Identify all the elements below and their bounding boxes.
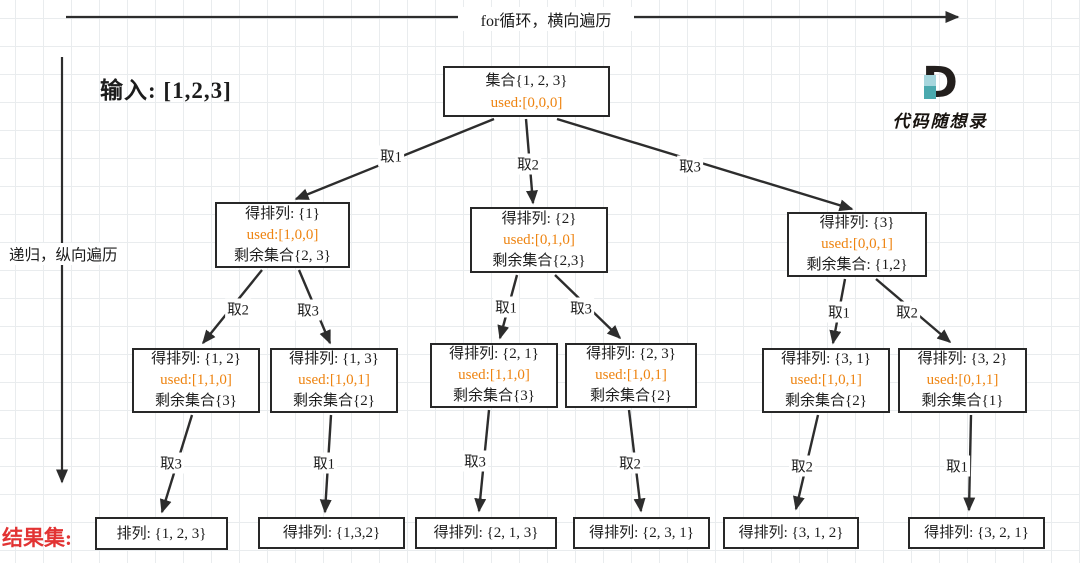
node-remain: 剩余集合{3} (453, 388, 535, 404)
leaf-title: 得排列: {3, 2, 1} (924, 525, 1029, 541)
edge-label-take3: 取3 (295, 299, 321, 321)
logo-d-icon: D (878, 60, 1002, 106)
node-used: used:[1,0,0] (246, 226, 319, 243)
edge-label-take1: 取1 (378, 145, 404, 167)
node-perm-32: 得排列: {3, 2} used:[0,1,1] 剩余集合{1} (898, 348, 1027, 413)
node-title: 得排列: {2, 3} (586, 346, 676, 362)
node-perm-2: 得排列: {2} used:[0,1,0] 剩余集合{2,3} (470, 207, 608, 273)
edge-label-take3: 取3 (462, 450, 488, 472)
result-set-label: 结果集: (2, 526, 72, 550)
node-perm-12: 得排列: {1, 2} used:[1,1,0] 剩余集合{3} (132, 348, 260, 413)
node-remain: 剩余集合{1} (921, 393, 1004, 409)
leaf-title: 得排列: {2, 1, 3} (433, 525, 539, 541)
leaf-title: 得排列: {2, 3, 1} (589, 525, 694, 541)
node-perm-13: 得排列: {1, 3} used:[1,0,1] 剩余集合{2} (270, 348, 398, 413)
node-remain: 剩余集合{3} (155, 393, 237, 409)
leaf-132: 得排列: {1,3,2} (258, 517, 405, 549)
edge-label-take3: 取3 (677, 155, 703, 177)
node-title: 得排列: {1, 3} (289, 351, 379, 367)
node-used: used:[1,1,0] (160, 372, 232, 388)
top-axis-label: for循环，横向遍历 (458, 7, 634, 31)
node-title: 得排列: {3} (819, 215, 895, 231)
node-perm-3: 得排列: {3} used:[0,0,1] 剩余集合: {1,2} (787, 212, 927, 277)
edge-label-take1: 取1 (493, 296, 519, 318)
node-used: used:[0,0,0] (490, 94, 563, 111)
leaf-321: 得排列: {3, 2, 1} (908, 517, 1045, 549)
node-used: used:[1,1,0] (458, 367, 530, 383)
edge-label-take1: 取1 (311, 452, 337, 474)
leaf-title: 得排列: {3, 1, 2} (738, 525, 844, 541)
node-used: used:[0,0,1] (821, 236, 893, 252)
leaf-312: 得排列: {3, 1, 2} (723, 517, 859, 549)
leaf-title: 排列: {1, 2, 3} (116, 525, 207, 542)
left-axis-label: 递归，纵向遍历 (5, 243, 122, 265)
node-remain: 剩余集合: {1,2} (806, 257, 908, 273)
node-used: used:[1,0,1] (790, 372, 862, 388)
edge-label-take3: 取3 (568, 297, 594, 319)
edge-label-take2: 取2 (515, 153, 541, 175)
leaf-231: 得排列: {2, 3, 1} (573, 517, 710, 549)
logo-text: 代码随想录 (892, 112, 988, 131)
edge-label-take1: 取1 (944, 455, 970, 477)
edge-label-take3: 取3 (158, 452, 184, 474)
node-title: 得排列: {3, 1} (781, 351, 871, 367)
node-title: 集合{1, 2, 3} (485, 72, 568, 89)
node-remain: 剩余集合{2, 3} (234, 247, 331, 264)
node-remain: 剩余集合{2} (785, 393, 867, 409)
edge-label-take1: 取1 (826, 301, 852, 323)
leaf-213: 得排列: {2, 1, 3} (415, 517, 557, 549)
node-remain: 剩余集合{2} (293, 393, 375, 409)
node-perm-21: 得排列: {2, 1} used:[1,1,0] 剩余集合{3} (430, 343, 558, 408)
logo-teal-dark-block (924, 86, 936, 99)
leaf-123: 排列: {1, 2, 3} (95, 517, 228, 550)
node-remain: 剩余集合{2,3} (492, 252, 586, 269)
node-used: used:[0,1,1] (926, 372, 999, 388)
node-perm-1: 得排列: {1} used:[1,0,0] 剩余集合{2, 3} (215, 202, 350, 268)
node-title: 得排列: {1, 2} (151, 351, 241, 367)
edge-leaf6 (963, 414, 976, 512)
leaf-title: 得排列: {1,3,2} (282, 525, 381, 541)
node-remain: 剩余集合{2} (590, 388, 672, 404)
node-title: 得排列: {3, 2} (917, 351, 1008, 367)
node-used: used:[1,0,1] (595, 367, 667, 383)
edge-root-take3 (556, 117, 854, 212)
node-used: used:[1,0,1] (298, 372, 370, 388)
logo: D 代码随想录 (878, 60, 1002, 132)
node-title: 得排列: {2, 1} (449, 346, 539, 362)
edge-label-take2: 取2 (617, 452, 643, 474)
node-used: used:[0,1,0] (503, 231, 575, 248)
input-label: 输入: [1,2,3] (100, 78, 232, 103)
edge-label-take2: 取2 (894, 301, 920, 323)
logo-teal-light-block (924, 75, 936, 86)
node-perm-23: 得排列: {2, 3} used:[1,0,1] 剩余集合{2} (565, 343, 697, 408)
node-root: 集合{1, 2, 3} used:[0,0,0] (443, 66, 610, 117)
edge-label-take2: 取2 (789, 455, 815, 477)
node-title: 得排列: {1} (245, 205, 320, 222)
node-perm-31: 得排列: {3, 1} used:[1,0,1] 剩余集合{2} (762, 348, 890, 413)
edge-label-take2: 取2 (225, 298, 251, 320)
node-title: 得排列: {2} (501, 210, 577, 227)
